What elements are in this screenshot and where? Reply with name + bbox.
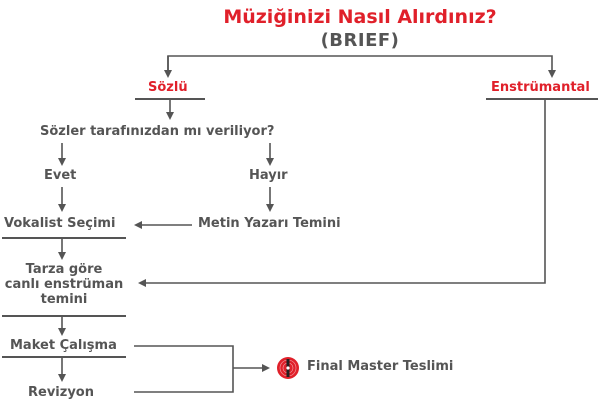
brief-split-connector <box>167 55 556 78</box>
page-subtitle: (BRIEF) <box>320 30 400 51</box>
node-question: Sözler tarafınızdan mı veriliyor? <box>40 124 275 139</box>
node-final: Final Master Teslimi <box>307 359 454 374</box>
node-revizyon: Revizyon <box>28 385 94 400</box>
node-hayir: Hayır <box>249 168 288 183</box>
enstrumantal-to-tarza-connector <box>138 100 546 287</box>
node-sozlu: Sözlü <box>148 80 188 95</box>
node-vokalist: Vokalist Seçimi <box>4 216 116 231</box>
node-metin-yazari: Metin Yazarı Temini <box>198 216 341 231</box>
node-evet: Evet <box>44 168 77 183</box>
tarza-line-2: canlı enstrüman <box>4 277 124 292</box>
node-tarza-gore: Tarza göre canlı enstrüman temini <box>2 262 126 307</box>
vinyl-record-icon <box>277 357 299 379</box>
node-maket: Maket Çalışma <box>10 338 117 353</box>
tarza-line-1: Tarza göre <box>25 262 103 277</box>
tarza-line-3: temini <box>40 292 88 307</box>
node-enstrumantal: Enstrümantal <box>491 80 590 95</box>
page-title: Müziğinizi Nasıl Alırdınız? <box>223 6 497 28</box>
maket-to-final-connector <box>134 345 234 393</box>
